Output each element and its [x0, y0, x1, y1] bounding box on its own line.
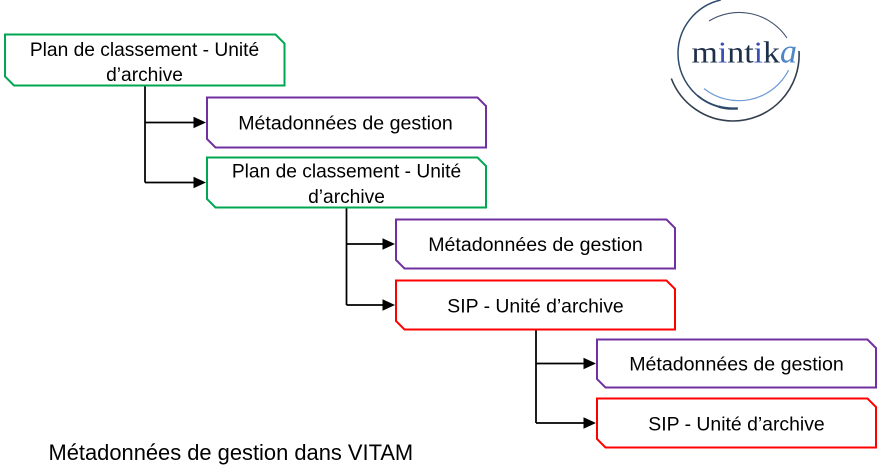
svg-text:Métadonnées de gestion: Métadonnées de gestion: [238, 113, 453, 135]
svg-text:d’archive: d’archive: [308, 187, 385, 208]
svg-text:mintik: mintik: [692, 35, 781, 70]
svg-text:a: a: [780, 34, 797, 71]
svg-text:Plan de classement - Unité: Plan de classement - Unité: [232, 162, 461, 183]
svg-text:SIP - Unité d’archive: SIP - Unité d’archive: [648, 413, 824, 435]
svg-text:d’archive: d’archive: [106, 65, 183, 86]
svg-text:SIP - Unité d’archive: SIP - Unité d’archive: [447, 295, 623, 317]
svg-text:Plan de classement - Unité: Plan de classement - Unité: [30, 40, 259, 61]
svg-text:Métadonnées de gestion dans VI: Métadonnées de gestion dans VITAM: [49, 440, 414, 465]
svg-text:Métadonnées de gestion: Métadonnées de gestion: [629, 354, 844, 376]
svg-text:Métadonnées de gestion: Métadonnées de gestion: [428, 234, 643, 256]
